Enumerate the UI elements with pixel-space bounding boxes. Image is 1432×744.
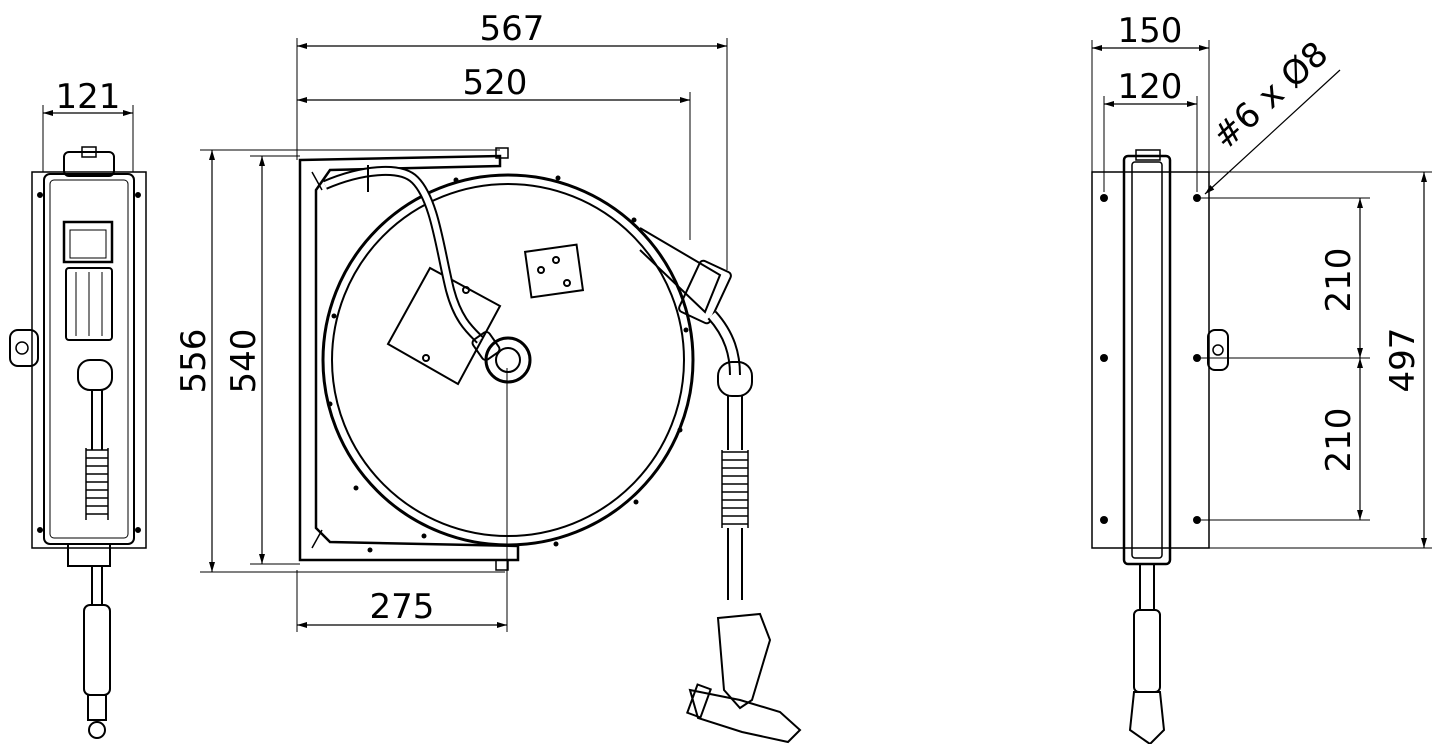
dim-label-hole-spacing-lower: 210: [1319, 408, 1359, 473]
dim-label-overall-width: 567: [480, 9, 545, 49]
dim-label-frame-height: 540: [224, 329, 264, 394]
dim-label-hole-spacing-upper: 210: [1319, 248, 1359, 313]
dim-label-plate-width: 150: [1118, 11, 1183, 51]
front-view: [200, 38, 802, 744]
hole-callout-leader: [1204, 69, 1341, 195]
dim-label-axis-offset: 275: [370, 587, 435, 627]
dim-label-plate-height: 497: [1383, 328, 1423, 393]
dim-label-hole-spacing-horizontal: 120: [1118, 67, 1183, 107]
rear-view: [1091, 40, 1432, 744]
dim-label-overall-height: 556: [174, 329, 214, 394]
hole-callout: #6 x Ø8: [1205, 34, 1336, 158]
dim-label-frame-width: 520: [463, 63, 528, 103]
dim-label-side-width: 121: [56, 77, 121, 117]
side-view: [9, 105, 147, 739]
